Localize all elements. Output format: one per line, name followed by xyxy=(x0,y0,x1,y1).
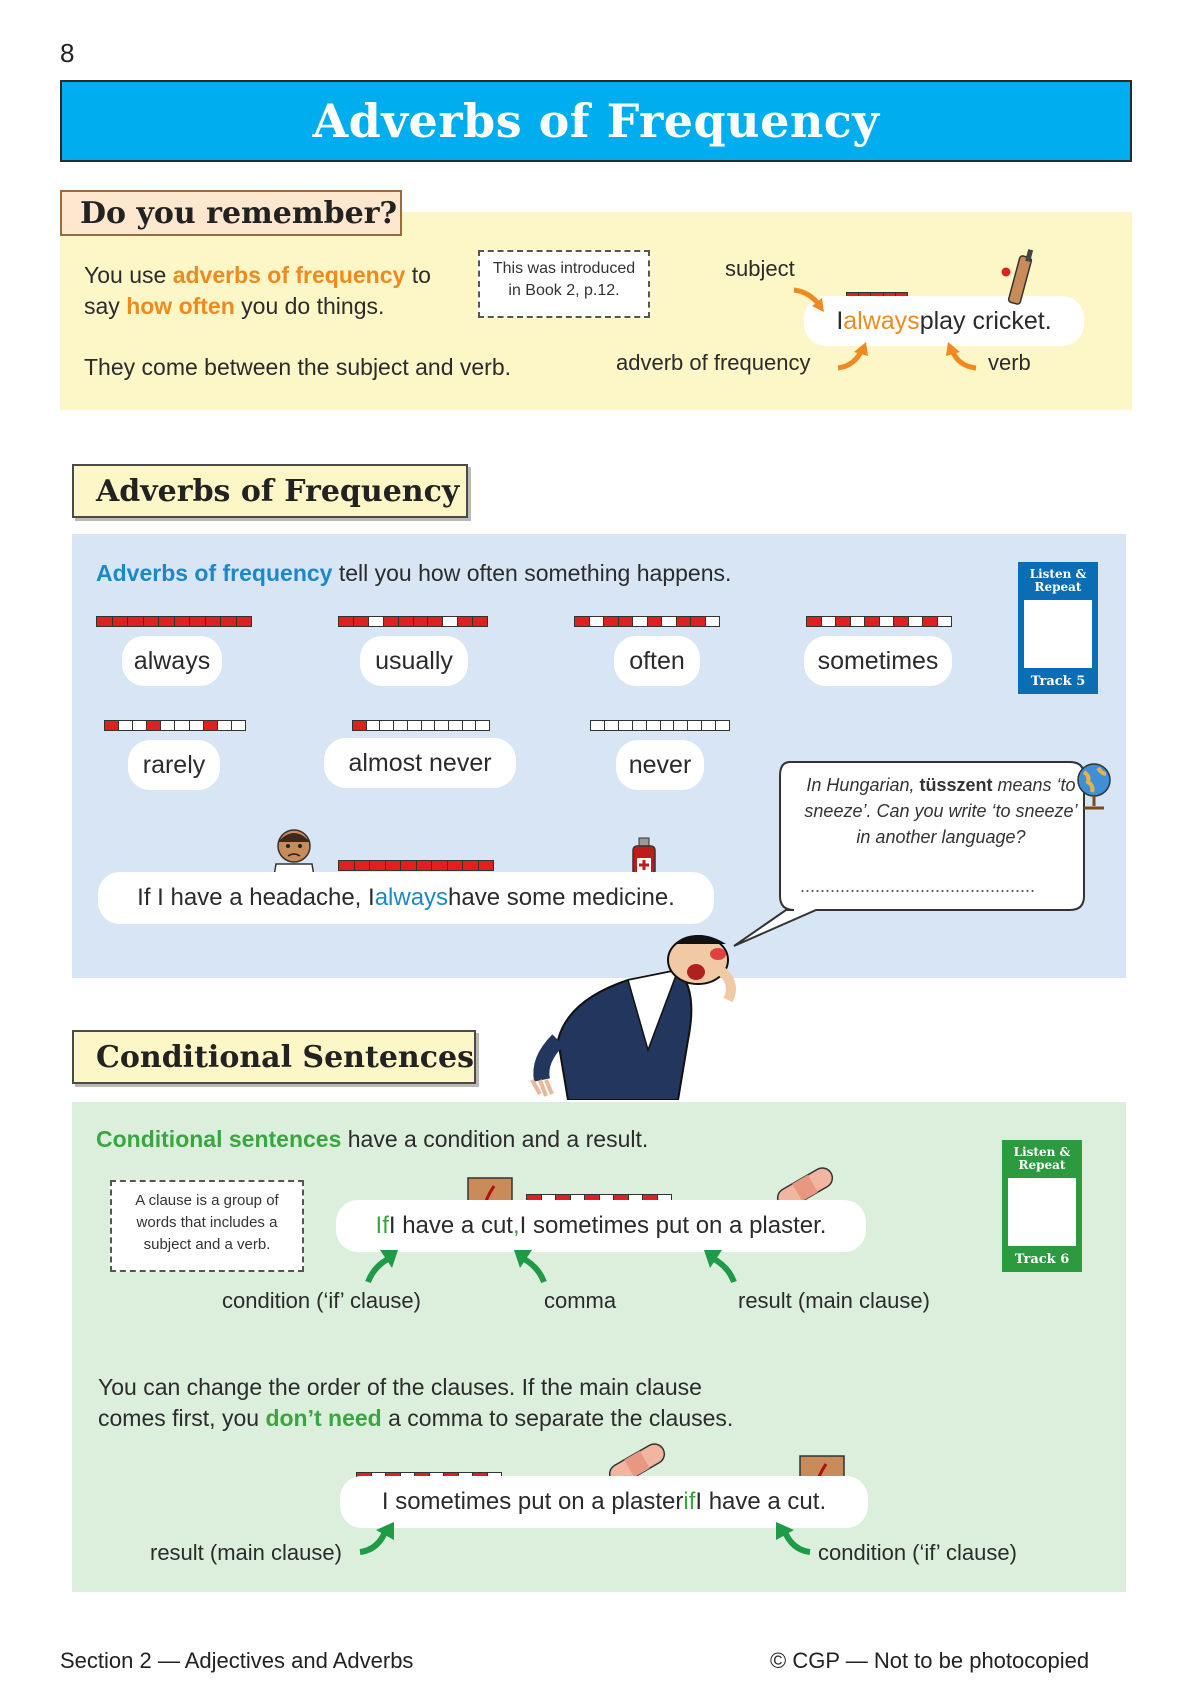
arrow-icon xyxy=(946,342,977,371)
frequency-word: never xyxy=(616,740,704,790)
audio-track-square xyxy=(1024,600,1092,668)
clause-order-paragraph: You can change the order of the clauses.… xyxy=(98,1374,734,1431)
answer-blank[interactable]: ........................................… xyxy=(800,876,1036,896)
always-scale-example xyxy=(338,860,494,871)
conditional-heading: Conditional Sentences xyxy=(72,1030,476,1084)
arrow-icon xyxy=(704,1250,737,1284)
label2-condition: condition (‘if’ clause) xyxy=(818,1540,1017,1565)
footer-copyright: © CGP — Not to be photocopied xyxy=(770,1648,1090,1673)
book-reference-note: This was introduced in Book 2, p.12. xyxy=(478,250,650,318)
frequency-scale xyxy=(352,720,490,731)
footer-section: Section 2 — Adjectives and Adverbs xyxy=(60,1648,414,1673)
conditional-example-2: I sometimes put on a plaster if I have a… xyxy=(340,1476,868,1528)
frequency-scale xyxy=(806,616,952,627)
frequency-word: rarely xyxy=(128,740,220,790)
conditional-intro: Conditional sentences have a condition a… xyxy=(96,1126,649,1152)
plaster-icon xyxy=(776,1167,834,1209)
arrow-icon xyxy=(514,1250,547,1284)
label2-result: result (main clause) xyxy=(150,1540,342,1565)
arrow-icon xyxy=(793,287,824,312)
globe-icon xyxy=(1077,763,1111,810)
audio-track-square xyxy=(1008,1178,1076,1246)
page-title: Adverbs of Frequency xyxy=(312,94,880,148)
worried-face-icon xyxy=(273,829,315,876)
arrow-icon xyxy=(776,1522,811,1555)
clause-definition-note: A clause is a group of words that includ… xyxy=(110,1180,304,1272)
remember-heading: Do you remember? xyxy=(60,190,402,236)
label-result: result (main clause) xyxy=(738,1288,930,1313)
frequency-word: always xyxy=(122,636,222,686)
cricket-bat-icon xyxy=(1001,249,1034,305)
sneezing-man-illustration xyxy=(530,935,736,1100)
frequency-word: almost never xyxy=(324,738,516,788)
frequency-scale xyxy=(338,616,488,627)
frequency-scale xyxy=(96,616,252,627)
frequency-word: often xyxy=(614,636,700,686)
label-subject: subject xyxy=(725,256,795,281)
title-bar: Adverbs of Frequency xyxy=(60,80,1132,162)
page-number: 8 xyxy=(60,38,75,68)
remember-position-text: They come between the subject and verb. xyxy=(84,354,512,380)
label-adverb-of-frequency: adverb of frequency xyxy=(616,350,811,375)
label-verb: verb xyxy=(988,350,1031,375)
label-condition: condition (‘if’ clause) xyxy=(222,1288,421,1313)
frequency-scale xyxy=(104,720,246,731)
conditional-example-1: If I have a cut, I sometimes put on a pl… xyxy=(336,1200,866,1252)
speech-bubble-text: In Hungarian, tüsszent means ‘to sneeze’… xyxy=(804,775,1078,847)
label-comma: comma xyxy=(544,1288,617,1313)
frequency-word: usually xyxy=(360,636,468,686)
track-5-badge[interactable]: Listen & Repeat Track 5 xyxy=(1018,562,1098,694)
example-headache-sentence: If I have a headache, I always have some… xyxy=(98,872,714,924)
example-cricket-sentence: I always play cricket. xyxy=(804,296,1084,346)
adverbs-heading: Adverbs of Frequency xyxy=(72,464,468,518)
adverbs-intro: Adverbs of frequency tell you how often … xyxy=(96,560,732,586)
frequency-scale xyxy=(574,616,720,627)
remember-intro: You use adverbs of frequency to say how … xyxy=(84,262,431,319)
frequency-scale xyxy=(590,720,730,731)
arrow-icon xyxy=(365,1250,398,1284)
frequency-word: sometimes xyxy=(804,636,952,686)
arrow-icon xyxy=(837,342,868,371)
track-6-badge[interactable]: Listen & Repeat Track 6 xyxy=(1002,1140,1082,1272)
arrow-icon xyxy=(359,1522,394,1555)
